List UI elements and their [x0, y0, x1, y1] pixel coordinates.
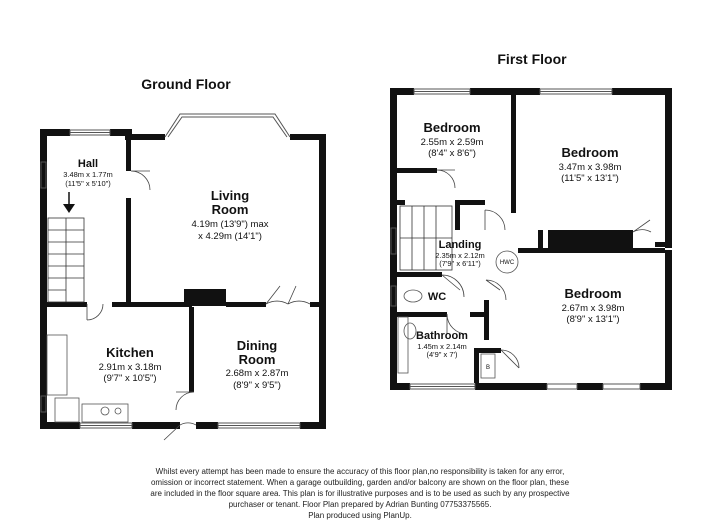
hall-dimensions-metric: 3.48m x 1.77m: [63, 170, 113, 179]
room-name-living-line2: Room: [212, 202, 249, 217]
first-floor-external-walls: [390, 88, 672, 390]
kitchen-dimensions-imperial: (9'7" x 10'5"): [103, 373, 156, 384]
disclaimer-line-2: omission or incorrect statement. When a …: [150, 478, 570, 487]
room-name-bathroom: Bathroom: [416, 330, 468, 342]
room-name-bedroom-3: Bedroom: [564, 286, 621, 301]
disclaimer-line-5: Plan produced using PlanUp.: [308, 511, 412, 520]
disclaimer-line-4: purchaser or tenant. Floor Plan prepared…: [228, 500, 492, 509]
room-name-bedroom-2: Bedroom: [561, 145, 618, 160]
ground-floor-internal-walls: [47, 139, 319, 392]
landing-dimensions-metric: 2.35m x 2.12m: [435, 251, 485, 260]
bedroom-3-dimensions-metric: 2.67m x 3.98m: [562, 303, 625, 314]
living-room-dimensions-line2: x 4.29m (14'1"): [198, 231, 262, 242]
ground-floor-stairs: [47, 217, 85, 303]
room-name-dining-line2: Room: [239, 352, 276, 367]
ground-floor-plan: Ground Floor Hall 3.48m x 1.77m (11'5" x…: [40, 76, 326, 441]
ground-floor-windows: [40, 113, 301, 429]
first-floor-plan: First Floor Bedroom 2.55m x 2.59m (8'4" …: [390, 51, 672, 390]
stairs-down-arrow-icon: [63, 192, 75, 213]
room-name-hall: Hall: [78, 158, 98, 170]
bedroom-2-dimensions-metric: 3.47m x 3.98m: [559, 162, 622, 173]
ground-floor-external-walls: [40, 129, 326, 429]
bathroom-dimensions-imperial: (4'9" x 7'): [427, 350, 458, 359]
hall-dimensions-imperial: (11'5" x 5'10"): [65, 179, 111, 188]
first-floor-doors: [436, 169, 652, 369]
disclaimer-text: Whilst every attempt has been made to en…: [110, 466, 610, 521]
bathroom-dimensions-metric: 1.45m x 2.14m: [417, 342, 467, 351]
first-floor-windows: [390, 88, 641, 390]
disclaimer-line-3: are included in the floor square area. T…: [150, 489, 570, 498]
bedroom-3-dimensions-imperial: (8'9" x 13'1"): [566, 314, 619, 325]
room-name-wc: WC: [428, 291, 446, 303]
bedroom-1-dimensions-imperial: (8'4" x 8'6"): [428, 148, 476, 159]
room-name-landing: Landing: [439, 239, 482, 251]
boiler-label: B: [486, 365, 490, 371]
kitchen-dimensions-metric: 2.91m x 3.18m: [99, 362, 162, 373]
kitchen-fixtures: [46, 334, 129, 423]
landing-dimensions-imperial: (7'9" x 6'11"): [439, 259, 481, 268]
first-floor-fixtures: [397, 250, 519, 379]
first-floor-stairs: [399, 205, 453, 271]
ground-floor-doors: [86, 170, 311, 441]
disclaimer-line-1: Whilst every attempt has been made to en…: [155, 467, 565, 476]
ground-floor-title: Ground Floor: [141, 76, 231, 92]
living-room-dimensions-line1: 4.19m (13'9") max: [192, 219, 269, 230]
room-name-dining-line1: Dining: [237, 338, 277, 353]
hot-water-cylinder-label: HWC: [500, 260, 515, 266]
room-name-bedroom-1: Bedroom: [423, 120, 480, 135]
room-name-kitchen: Kitchen: [106, 345, 154, 360]
bedroom-2-dimensions-imperial: (11'5" x 13'1"): [561, 173, 619, 184]
first-floor-title: First Floor: [497, 51, 567, 67]
dining-room-dimensions-imperial: (8'9" x 9'5"): [233, 380, 281, 391]
dining-room-dimensions-metric: 2.68m x 2.87m: [226, 368, 289, 379]
room-name-living-line1: Living: [211, 188, 249, 203]
bedroom-1-dimensions-metric: 2.55m x 2.59m: [421, 137, 484, 148]
first-floor-internal-walls: [397, 95, 665, 383]
